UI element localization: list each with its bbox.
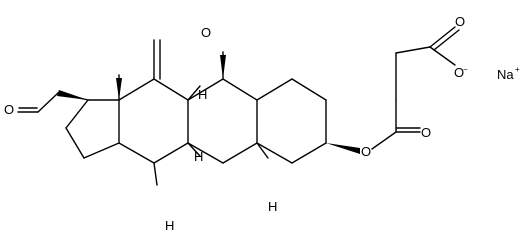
aldehyde-oxygen-label: O xyxy=(4,102,14,117)
ring-c xyxy=(118,78,189,164)
h-c9-label: H xyxy=(198,87,207,102)
h-c5-label: H xyxy=(268,199,277,214)
acid-oxygen-label: O xyxy=(455,14,465,29)
ester-linkage xyxy=(326,100,421,154)
ring-a xyxy=(256,78,327,164)
ester-oxygen-label: O xyxy=(361,144,371,159)
aldehyde-side-chain xyxy=(17,90,89,113)
c10-methyl-wedge xyxy=(220,55,226,79)
h-c8-label: H xyxy=(165,218,174,233)
carboxylate-oxygen-label: O xyxy=(454,65,464,80)
carbonyl-oxygen-label: O xyxy=(421,125,431,140)
sodium-label: Na xyxy=(497,67,514,82)
stereo-h-bonds xyxy=(153,85,269,186)
hash-wedge-c17 xyxy=(57,90,88,100)
succinate-chain xyxy=(395,26,460,102)
ketone-bond xyxy=(153,39,161,80)
c3-wedge xyxy=(326,143,360,154)
sodium-charge: + xyxy=(515,65,520,74)
ring-d xyxy=(65,99,120,159)
carboxylate-charge: − xyxy=(463,65,468,74)
c13-methyl-wedge xyxy=(116,78,122,100)
h-c14-label: H xyxy=(194,149,203,164)
ketone-oxygen-label: O xyxy=(201,25,211,40)
ring-b xyxy=(187,78,258,164)
